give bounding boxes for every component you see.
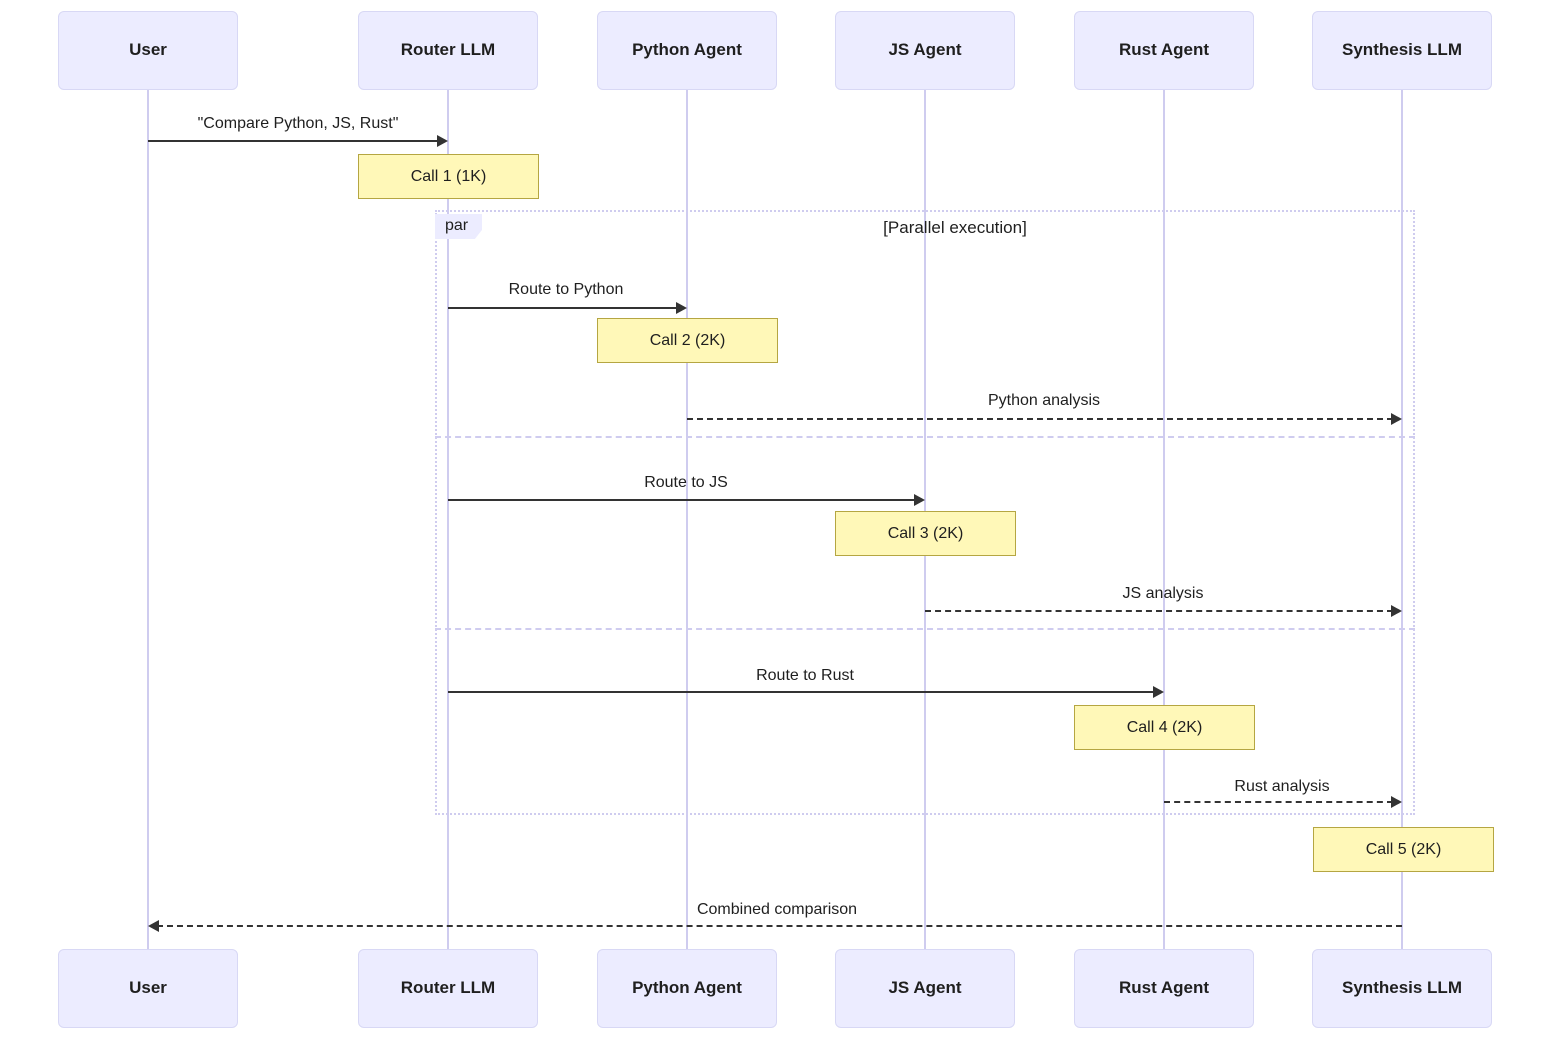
message-line-m2 [448, 307, 678, 309]
message-line-m4 [448, 499, 916, 501]
participant-label-user-bottom: User [129, 978, 167, 998]
message-line-m3 [687, 418, 1393, 420]
par-fragment-title: [Parallel execution] [883, 218, 1027, 237]
message-line-m5 [925, 610, 1393, 612]
message-label-m2: Route to Python [508, 281, 624, 298]
par-fragment-tag: par [435, 214, 483, 240]
participant-synthesis-bottom[interactable]: Synthesis LLM [1312, 949, 1492, 1028]
lifeline-rust [1163, 90, 1165, 949]
message-label-m5: JS analysis [1122, 585, 1204, 602]
message-label-m1: "Compare Python, JS, Rust" [197, 115, 399, 132]
participant-label-synthesis-top: Synthesis LLM [1342, 40, 1462, 60]
message-arrowhead-m7 [1391, 796, 1402, 808]
participant-label-router-bottom: Router LLM [400, 978, 496, 998]
note-label-n5: Call 5 (2K) [1365, 840, 1442, 858]
note-n5: Call 5 (2K) [1313, 827, 1494, 872]
note-label-n3: Call 3 (2K) [887, 524, 964, 542]
participant-js-bottom[interactable]: JS Agent [835, 949, 1015, 1028]
participant-router-bottom[interactable]: Router LLM [358, 949, 538, 1028]
participant-label-js-top: JS Agent [888, 40, 962, 60]
par-section-divider-2 [435, 628, 1415, 630]
participant-synthesis-top[interactable]: Synthesis LLM [1312, 11, 1492, 90]
lifeline-user [147, 90, 149, 949]
participant-label-rust-top: Rust Agent [1118, 40, 1210, 60]
message-label-m3: Python analysis [987, 392, 1101, 409]
message-arrowhead-m5 [1391, 605, 1402, 617]
participant-python-bottom[interactable]: Python Agent [597, 949, 777, 1028]
message-label-m6: Route to Rust [756, 667, 854, 684]
participant-label-js-bottom: JS Agent [888, 978, 962, 998]
message-arrowhead-m1 [437, 135, 448, 147]
note-n3: Call 3 (2K) [835, 511, 1016, 556]
participant-label-synthesis-bottom: Synthesis LLM [1342, 978, 1462, 998]
message-arrowhead-m6 [1153, 686, 1164, 698]
note-label-n4: Call 4 (2K) [1126, 718, 1203, 736]
note-n2: Call 2 (2K) [597, 318, 778, 363]
participant-user-bottom[interactable]: User [58, 949, 238, 1028]
lifeline-synthesis [1401, 90, 1403, 949]
participant-label-router-top: Router LLM [400, 40, 496, 60]
lifeline-router [447, 90, 449, 949]
participant-label-user-top: User [129, 40, 167, 60]
message-label-m7: Rust analysis [1234, 778, 1330, 795]
participant-python-top[interactable]: Python Agent [597, 11, 777, 90]
note-label-n1: Call 1 (1K) [410, 167, 487, 185]
par-fragment [435, 210, 1415, 815]
participant-label-rust-bottom: Rust Agent [1118, 978, 1210, 998]
participant-rust-top[interactable]: Rust Agent [1074, 11, 1254, 90]
participant-router-top[interactable]: Router LLM [358, 11, 538, 90]
participant-label-python-top: Python Agent [632, 40, 742, 60]
participant-user-top[interactable]: User [58, 11, 238, 90]
note-n4: Call 4 (2K) [1074, 705, 1255, 750]
message-arrowhead-m2 [676, 302, 687, 314]
par-section-divider-1 [435, 436, 1415, 438]
message-arrowhead-m4 [914, 494, 925, 506]
message-line-m8 [157, 925, 1402, 927]
note-n1: Call 1 (1K) [358, 154, 539, 199]
message-line-m1 [148, 140, 439, 142]
message-label-m8: Combined comparison [696, 901, 858, 918]
message-line-m7 [1164, 801, 1393, 803]
participant-rust-bottom[interactable]: Rust Agent [1074, 949, 1254, 1028]
note-label-n2: Call 2 (2K) [649, 331, 726, 349]
participant-js-top[interactable]: JS Agent [835, 11, 1015, 90]
lifeline-python [686, 90, 688, 949]
message-arrowhead-m3 [1391, 413, 1402, 425]
message-label-m4: Route to JS [644, 474, 728, 491]
message-line-m6 [448, 691, 1155, 693]
message-arrowhead-m8 [148, 920, 159, 932]
participant-label-python-bottom: Python Agent [632, 978, 742, 998]
